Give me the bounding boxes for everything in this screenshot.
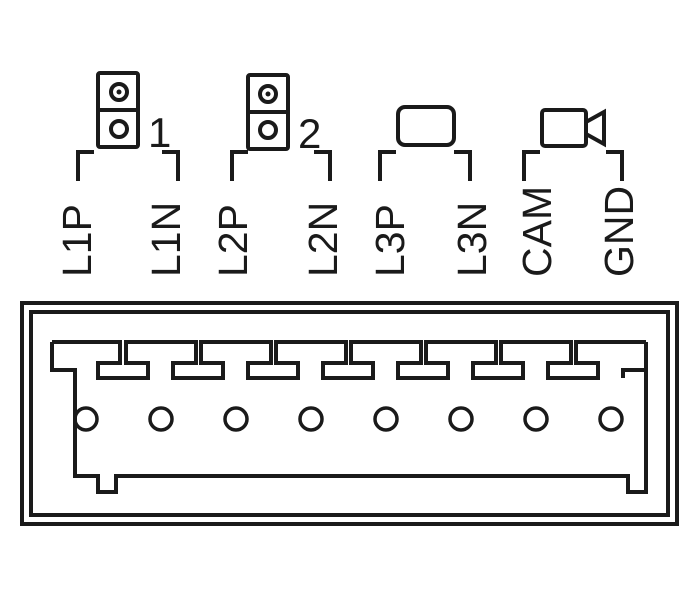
display-icon xyxy=(396,105,456,147)
pin-label-gnd: GND xyxy=(596,185,642,277)
bracket-group-1 xyxy=(76,150,180,181)
pin-label-l2p: L2P xyxy=(210,204,256,277)
lock-2-icon xyxy=(246,73,290,151)
group-1-number: 1 xyxy=(148,109,172,156)
pin-hole-l3p xyxy=(373,406,399,432)
connector-inner-frame xyxy=(29,310,670,517)
pin-label-l2n: L2N xyxy=(300,201,346,277)
pin-label-l3n: L3N xyxy=(449,201,495,277)
pin-hole-l1p xyxy=(73,406,99,432)
group-2-number: 2 xyxy=(298,110,322,157)
lock-1-icon xyxy=(96,71,140,149)
pin-hole-cam xyxy=(523,406,549,432)
pin-hole-l2p xyxy=(223,406,249,432)
connector-outer-frame xyxy=(20,301,679,526)
terminal-block-outline xyxy=(50,340,648,494)
bracket-group-3 xyxy=(378,150,472,181)
pin-hole-l1n xyxy=(148,406,174,432)
bracket-group-2 xyxy=(230,150,332,181)
pin-hole-gnd xyxy=(598,406,624,432)
bracket-group-4 xyxy=(522,150,624,181)
terminal-block-right-step xyxy=(621,368,646,378)
camera-icon xyxy=(540,108,606,148)
pin-label-l1p: L1P xyxy=(54,204,100,277)
pin-holes xyxy=(73,406,624,432)
pin-hole-l3n xyxy=(448,406,474,432)
pin-label-l3p: L3P xyxy=(367,204,413,277)
pin-hole-l2n xyxy=(298,406,324,432)
pin-label-l1n: L1N xyxy=(143,201,189,277)
pin-label-cam: CAM xyxy=(514,185,560,277)
